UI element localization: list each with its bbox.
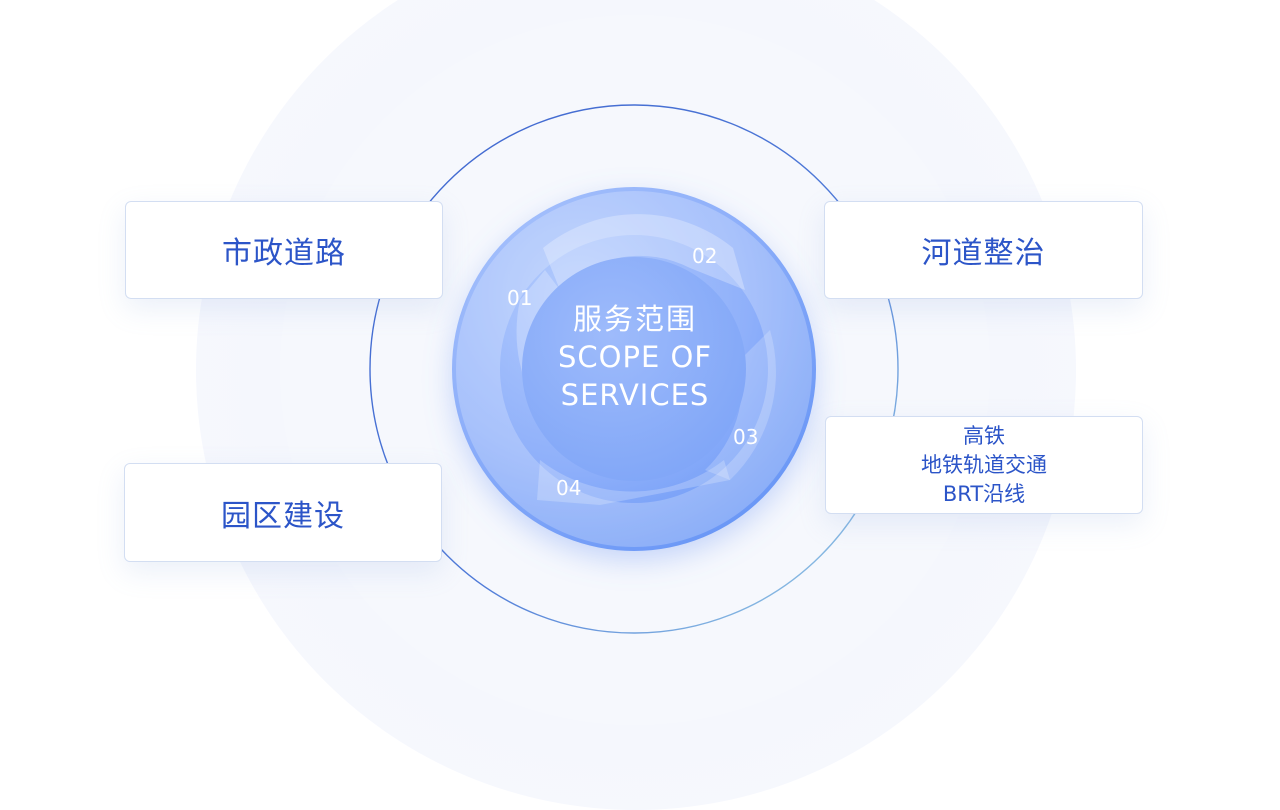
- service-card-rail-transit: 高铁 地铁轨道交通 BRT沿线: [825, 416, 1143, 514]
- center-title: 服务范围: [572, 302, 697, 336]
- center-subtitle-line1: SCOPE OF: [557, 340, 713, 374]
- service-card-river-remediation: 河道整治: [824, 201, 1143, 299]
- service-card-label: 市政道路: [222, 236, 346, 271]
- center-subtitle-line2: SERVICES: [560, 378, 710, 412]
- orbit-ring: [369, 104, 899, 634]
- step-number-02: 02: [692, 244, 718, 268]
- core-inner-disc: [522, 257, 746, 481]
- cycle-arrow-top: [543, 214, 745, 290]
- cycle-arrow-bottom: [537, 460, 730, 505]
- service-card-label: 园区建设: [221, 498, 345, 534]
- service-card-park-construction: 园区建设: [124, 463, 442, 562]
- cycle-track: [456, 191, 812, 547]
- service-card-label: 河道整治: [921, 236, 1046, 271]
- service-scope-diagram: [369, 104, 899, 634]
- step-number-04: 04: [556, 476, 582, 500]
- cycle-arrow-right: [705, 330, 776, 480]
- service-card-line-brt: BRT沿线: [942, 481, 1026, 506]
- service-card-line-metro: 地铁轨道交通: [921, 452, 1047, 477]
- step-number-01: 01: [507, 286, 533, 310]
- service-card-municipal-road: 市政道路: [125, 201, 443, 299]
- service-card-line-high-speed-rail: 高铁: [963, 423, 1005, 448]
- center-label: 服务范围 SCOPE OF SERVICES: [510, 300, 760, 414]
- step-number-03: 03: [733, 425, 759, 449]
